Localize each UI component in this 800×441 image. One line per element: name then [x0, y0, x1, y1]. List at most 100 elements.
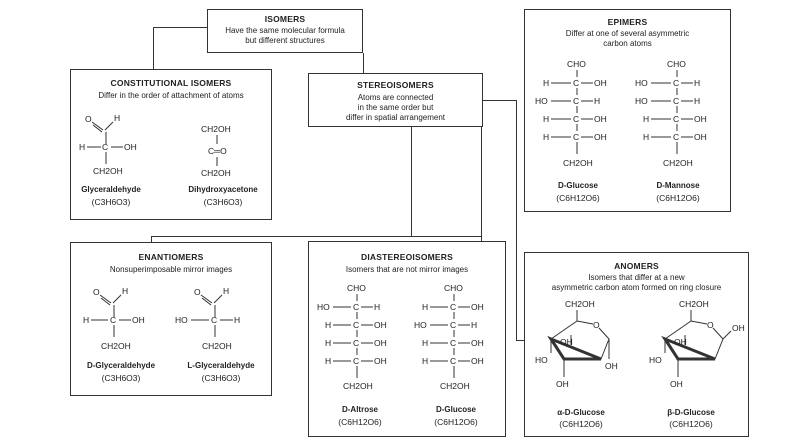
- connector: [516, 340, 524, 342]
- connector: [516, 100, 518, 340]
- svg-text:C═O: C═O: [208, 146, 227, 156]
- svg-text:CH2OH: CH2OH: [93, 166, 123, 176]
- svg-text:OH: OH: [594, 132, 607, 142]
- svg-text:OH: OH: [132, 315, 145, 325]
- svg-text:C: C: [573, 132, 579, 142]
- svg-text:OH: OH: [694, 132, 707, 142]
- connector: [481, 100, 516, 102]
- d-altrose-structure: CHO HO C H H C OH H C OH H C OH CH2OH: [317, 283, 387, 391]
- svg-text:OH: OH: [374, 320, 387, 330]
- d-glucose-structure: CHO H C OH HO C H H C OH H C OH CH2OH: [414, 283, 484, 391]
- svg-text:HO: HO: [414, 320, 427, 330]
- svg-text:OH: OH: [374, 356, 387, 366]
- svg-text:OH: OH: [732, 323, 745, 333]
- beta-d-glucose-structure: CH2OH O OH HO OH OH: [649, 299, 745, 389]
- svg-text:H: H: [223, 286, 229, 296]
- d-altrose-name: D-Altrose: [341, 405, 378, 414]
- connector: [411, 127, 413, 236]
- d-glucose-epimer-name: D-Glucose: [557, 181, 598, 190]
- dihydroxyacetone-name: Dihydroxyacetone: [188, 185, 258, 194]
- svg-text:C: C: [673, 78, 679, 88]
- svg-text:H: H: [325, 338, 331, 348]
- svg-text:HO: HO: [317, 302, 330, 312]
- svg-text:CHO: CHO: [567, 59, 586, 69]
- d-glucose-epimer-formula: (C6H12O6): [556, 193, 600, 203]
- svg-text:OH: OH: [594, 114, 607, 124]
- svg-text:C: C: [110, 315, 116, 325]
- connector: [151, 236, 481, 238]
- svg-text:OH: OH: [605, 361, 618, 371]
- svg-text:CH2OH: CH2OH: [565, 299, 595, 309]
- enantiomers-title: ENANTIOMERS: [138, 252, 204, 262]
- diastereoisomers-title: DIASTEREOISOMERS: [361, 252, 453, 262]
- svg-text:H: H: [114, 113, 120, 123]
- svg-text:H: H: [83, 315, 89, 325]
- svg-text:CH2OH: CH2OH: [101, 341, 131, 351]
- svg-text:H: H: [643, 132, 649, 142]
- diastereoisomers-box: DIASTEREOISOMERS Isomers that are not mi…: [308, 241, 506, 437]
- svg-text:H: H: [122, 286, 128, 296]
- svg-text:H: H: [374, 302, 380, 312]
- beta-d-glucose-name: β-D-Glucose: [667, 408, 715, 417]
- svg-text:CHO: CHO: [444, 283, 463, 293]
- svg-text:C: C: [673, 96, 679, 106]
- d-glyceraldehyde-formula: (C3H6O3): [101, 373, 141, 383]
- alpha-d-glucose-formula: (C6H12O6): [559, 419, 603, 429]
- svg-text:C: C: [573, 114, 579, 124]
- svg-text:H: H: [422, 302, 428, 312]
- svg-text:H: H: [594, 96, 600, 106]
- anomers-title: ANOMERS: [614, 261, 659, 271]
- glyceraldehyde-structure: O H H C OH CH2OH: [79, 113, 137, 176]
- connector: [151, 236, 153, 242]
- svg-text:CH2OH: CH2OH: [440, 381, 470, 391]
- l-glyceraldehyde-name: L-Glyceraldehyde: [187, 361, 255, 370]
- svg-text:H: H: [422, 338, 428, 348]
- alpha-d-glucose-structure: CH2OH O HO OH OH OH: [535, 299, 618, 389]
- svg-text:H: H: [694, 78, 700, 88]
- svg-text:C: C: [673, 132, 679, 142]
- svg-text:CH2OH: CH2OH: [201, 124, 231, 134]
- svg-text:HO: HO: [649, 355, 662, 365]
- svg-text:CHO: CHO: [347, 283, 366, 293]
- connector: [481, 100, 483, 241]
- svg-text:HO: HO: [535, 96, 548, 106]
- svg-text:OH: OH: [594, 78, 607, 88]
- svg-text:H: H: [694, 96, 700, 106]
- svg-text:OH: OH: [694, 114, 707, 124]
- svg-text:C: C: [211, 315, 217, 325]
- svg-text:C: C: [450, 302, 456, 312]
- d-glucose-formula: (C6H12O6): [434, 417, 478, 427]
- svg-text:C: C: [450, 320, 456, 330]
- epimers-title: EPIMERS: [607, 17, 648, 27]
- d-glucose-epimer-structure: CHO H C OH HO C H H C OH H C OH CH2OH: [535, 59, 607, 168]
- connector: [153, 27, 207, 29]
- connector: [363, 53, 365, 73]
- epimers-box: EPIMERS Differ at one of several asymmet…: [524, 9, 731, 212]
- svg-text:CH2OH: CH2OH: [663, 158, 693, 168]
- svg-text:CH2OH: CH2OH: [343, 381, 373, 391]
- svg-text:C: C: [353, 356, 359, 366]
- svg-text:CH2OH: CH2OH: [201, 168, 231, 178]
- svg-text:C: C: [353, 338, 359, 348]
- svg-text:CH2OH: CH2OH: [563, 158, 593, 168]
- svg-text:H: H: [543, 78, 549, 88]
- constitutional-description: Differ in the order of attachment of ato…: [98, 91, 244, 100]
- svg-text:H: H: [643, 114, 649, 124]
- svg-text:CH2OH: CH2OH: [679, 299, 709, 309]
- dihydroxyacetone-formula: (C3H6O3): [203, 197, 243, 207]
- svg-text:C: C: [573, 78, 579, 88]
- d-glyceraldehyde-structure: O H H C OH CH2OH: [83, 286, 145, 351]
- enantiomers-description: Nonsuperimposable mirror images: [109, 265, 233, 274]
- svg-text:C: C: [450, 356, 456, 366]
- stereoisomers-box: STEREOISOMERS Atoms are connected in the…: [308, 73, 483, 127]
- svg-text:OH: OH: [124, 142, 137, 152]
- beta-d-glucose-formula: (C6H12O6): [669, 419, 713, 429]
- enantiomers-box: ENANTIOMERS Nonsuperimposable mirror ima…: [70, 242, 272, 396]
- svg-text:H: H: [422, 356, 428, 366]
- d-mannose-structure: CHO HO C H HO C H H C OH H C OH CH2OH: [635, 59, 707, 168]
- glyceraldehyde-name: Glyceraldehyde: [81, 185, 141, 194]
- svg-text:OH: OH: [560, 337, 573, 347]
- svg-text:O: O: [707, 320, 714, 330]
- dihydroxyacetone-structure: CH2OH C═O CH2OH: [201, 124, 231, 178]
- svg-text:HO: HO: [175, 315, 188, 325]
